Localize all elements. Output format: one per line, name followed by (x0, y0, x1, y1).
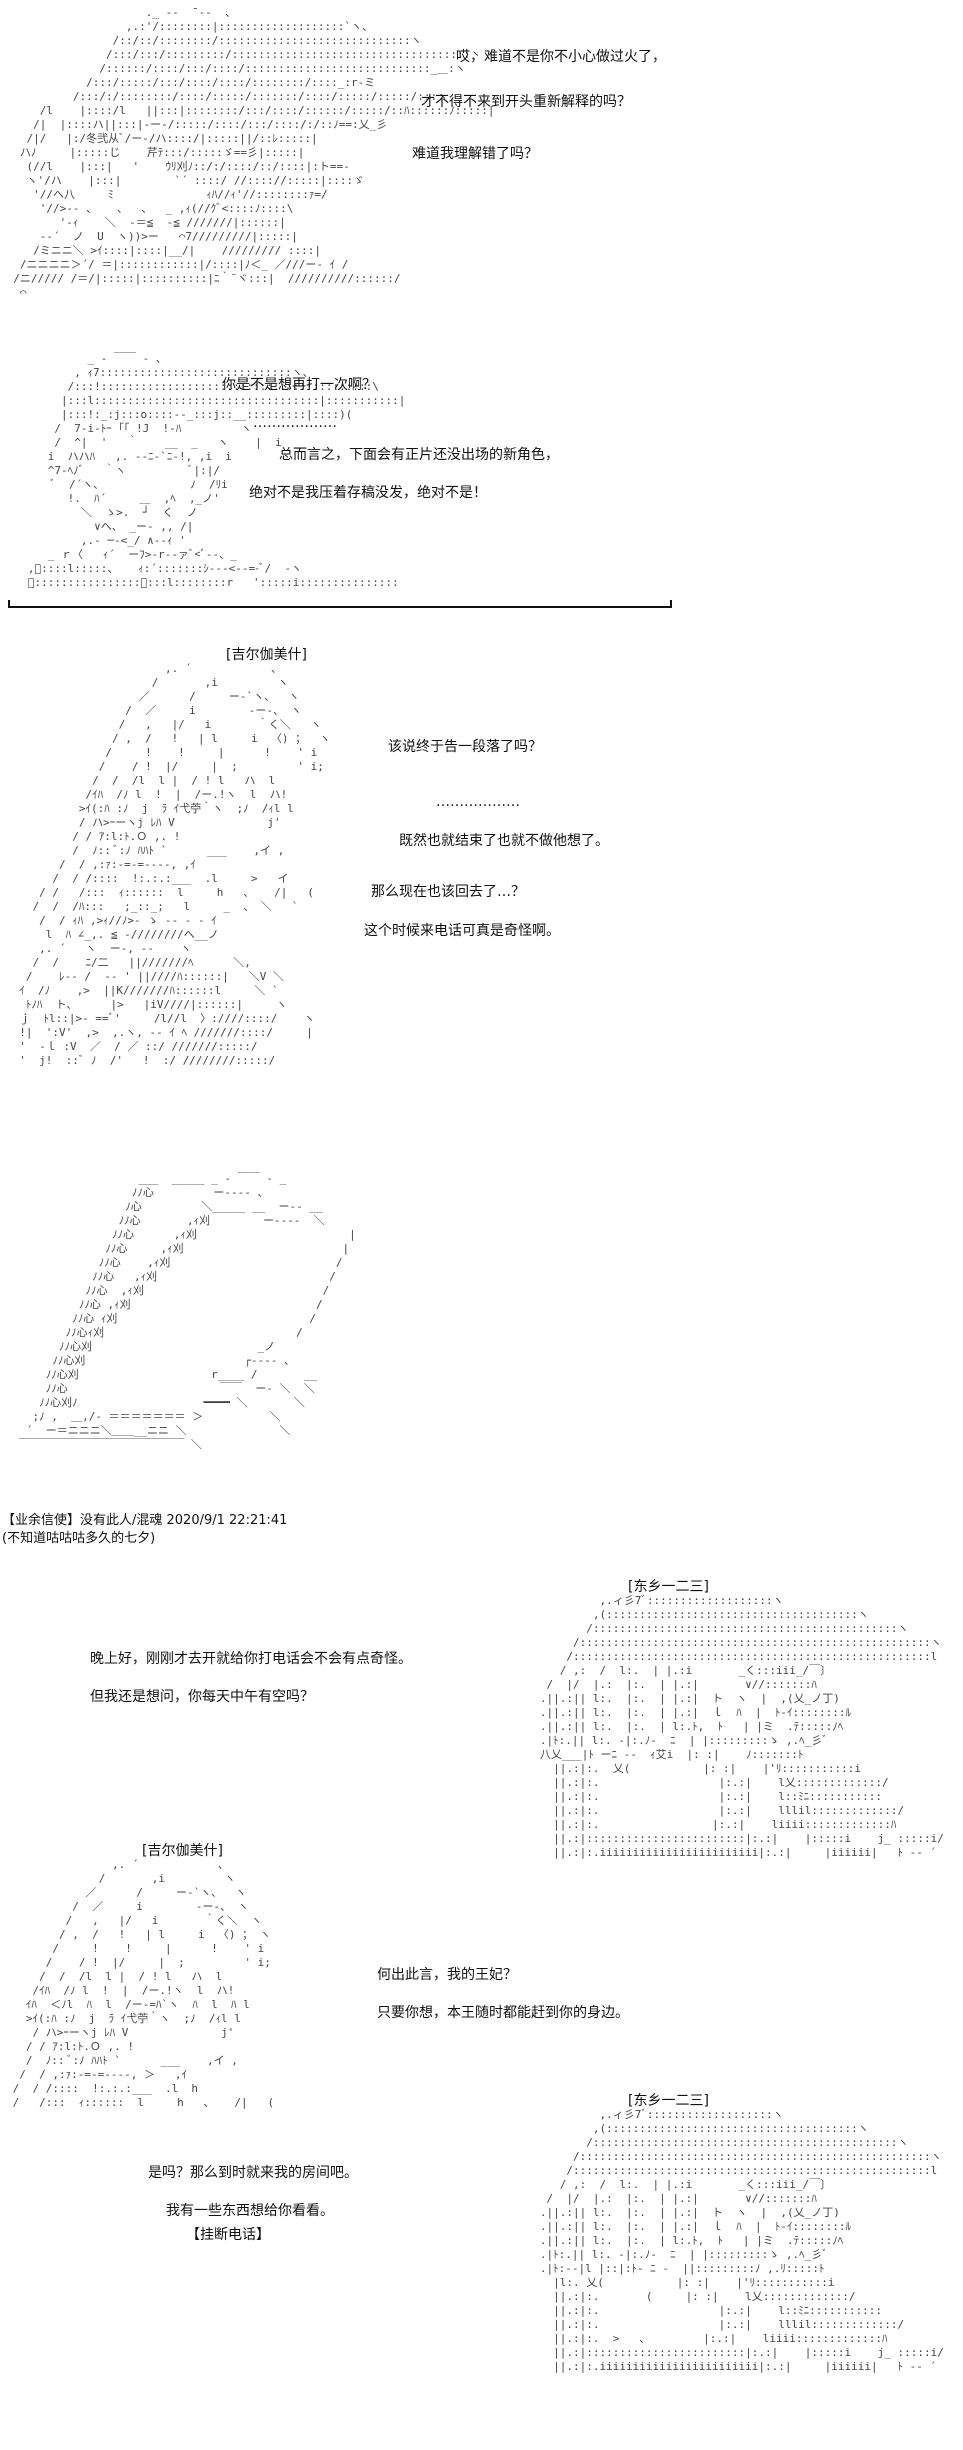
dialogue-line: 才不得不来到开头重新解释的吗？ (421, 94, 631, 110)
dialogue-line: 但我还是想问，你每天中午有空吗？ (90, 1689, 314, 1705)
post-header: 【业余信使】没有此人/混魂 2020/9/1 22:21:41 (2, 1513, 288, 1528)
dialogue-line: 总而言之，下面会有正片还没出场的新角色， (279, 447, 559, 463)
speaker-name: [东乡一二三] (628, 2093, 709, 2109)
ascii-art-figure-5: ,.ィ彡7ﾞ:::::::::::::::::::ヽ ,(:::::::::::… (539, 1594, 944, 1859)
dialogue-line: 绝对不是我压着存稿没发，绝对不是！ (249, 485, 487, 501)
ascii-art-figure-6: ,. ´ 、 / ,i ヽ ／ / ー‐`ヽ、 ヽ / ／ i -ー-、 ヽ /… (12, 1858, 275, 2109)
speaker-name: [东乡一二三] (628, 1579, 709, 1595)
post-subtitle: (不知道咕咕咕多久的七夕) (2, 1531, 156, 1546)
dialogue-line: 既然也就结束了也就不做他想了。 (399, 833, 609, 849)
ascii-art-figure-7: ,.ィ彡7ﾞ:::::::::::::::::::ヽ ,(:::::::::::… (539, 2108, 944, 2373)
dialogue-line: 你是不是想再打一次啊？ (222, 377, 376, 393)
dialogue-line: 【挂断电话】 (186, 2227, 270, 2243)
dialogue-line: 是吗？那么到时就来我的房间吧。 (148, 2165, 358, 2181)
dialogue-line: 何出此言，我的王妃？ (377, 1967, 517, 1983)
ascii-art-figure-3: ,. ´ 、 / ,i ヽ ／ / ー‐`ヽ、 ヽ / ／ i -ー-、 ヽ /… (19, 662, 331, 1067)
dialogue-line: 我有一些东西想给你看看。 (166, 2203, 334, 2219)
dialogue-line: 哎，难道不是你不小心做过火了， (456, 49, 666, 65)
dialogue-line: 那么现在也该回去了…？ (371, 884, 525, 900)
dialogue-line: 只要你想，本王随时都能赶到你的身边。 (377, 2005, 629, 2021)
ascii-art-figure-1: ._ -‐ ̄ ‐- 、 ,.:'/::::::::|:::::::::::::… (13, 6, 666, 299)
dialogue-line: 该说终于告一段落了吗？ (388, 739, 542, 755)
ascii-art-figure-2: _ ‐ ￣￣ ‐ 、 , ｨ7:::::::::::::::::::::::::… (21, 352, 406, 589)
dialogue-line: ……………… (436, 794, 520, 810)
ascii-art-phone: ___ _____ _ ‐ ￣￣ ‐ _ ﾉﾉ心 ー‐‐‐‐ 、 ﾉ心 ＼___… (19, 1172, 356, 1451)
dialogue-line: 这个时候来电话可真是奇怪啊。 (364, 923, 560, 939)
dialogue-line: 难道我理解错了吗？ (412, 146, 538, 162)
dialogue-line: ……………… (253, 415, 337, 431)
section-divider (8, 600, 672, 608)
speaker-name: [吉尔伽美什] (142, 1843, 223, 1859)
dialogue-line: 晚上好，刚刚才去开就给你打电话会不会有点奇怪。 (90, 1651, 412, 1667)
speaker-name: [吉尔伽美什] (226, 647, 307, 663)
